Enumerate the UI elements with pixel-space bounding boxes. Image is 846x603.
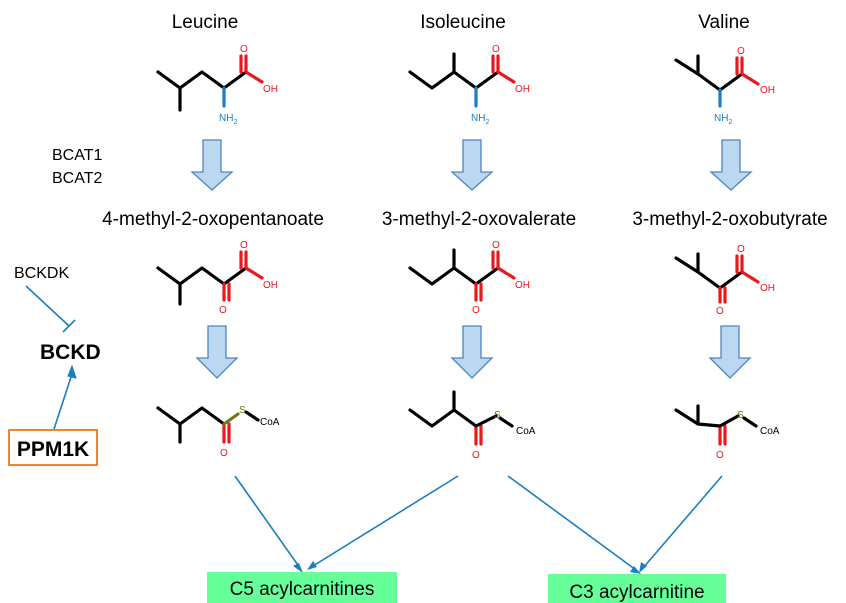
block-arrow-down-2b (450, 325, 494, 379)
keto-acid-4-methyl-2-oxopentanoate: 4-methyl-2-oxopentanoate (102, 209, 324, 230)
atom-oxygen: O (716, 306, 724, 317)
atom-oxygen: O (492, 44, 500, 55)
activation-arrowhead (67, 364, 77, 379)
structure-leucine-acyl-coa: S CoA O (156, 405, 280, 459)
structure-4-methyl-2-oxopentanoate: O OH O (156, 240, 278, 316)
inhibition-bar (62, 319, 76, 333)
atom-sulfur: S (239, 405, 246, 416)
structure-valine-acyl-coa: S CoA O (674, 404, 780, 461)
atom-coa: CoA (760, 426, 780, 437)
arrowhead-isoleucine-to-c5 (307, 561, 317, 570)
keto-acid-3-methyl-2-oxovalerate: 3-methyl-2-oxovalerate (382, 209, 576, 230)
atom-amine: NH2 (219, 113, 237, 126)
atom-amine: NH2 (714, 113, 732, 126)
atom-oxygen: O (240, 240, 248, 251)
enzyme-bckd: BCKD (40, 341, 101, 364)
atom-oxygen: O (737, 46, 745, 57)
structure-3-methyl-2-oxovalerate: O OH O (408, 240, 530, 316)
block-arrow-down-1c (709, 139, 753, 191)
structure-valine: O OH NH2 (674, 46, 775, 126)
structure-leucine: O OH NH2 (156, 44, 278, 126)
atom-oxygen: O (240, 44, 248, 55)
arrow-isoleucine-to-c5 (312, 475, 459, 567)
amino-acid-valine: Valine (698, 12, 749, 33)
activation-line (53, 373, 73, 430)
ppm1k-box (8, 429, 98, 466)
enzyme-bcat2: BCAT2 (52, 170, 102, 187)
arrowhead-valine-to-c3 (639, 562, 647, 573)
block-arrow-down-1b (450, 139, 494, 191)
arrow-leucine-to-c5 (234, 475, 301, 569)
atom-oxygen: O (737, 244, 745, 255)
output-box-c5 (207, 572, 397, 603)
inhibition-line (25, 285, 70, 327)
enzyme-bcat1: BCAT1 (52, 147, 102, 164)
output-box-c3 (548, 574, 726, 603)
atom-sulfur: S (494, 410, 501, 421)
arrow-isoleucine-to-c3 (507, 475, 637, 571)
amino-acid-isoleucine: Isoleucine (420, 12, 506, 33)
atom-coa: CoA (260, 417, 280, 428)
atom-oxygen: O (219, 305, 227, 316)
arrowhead-isoleucine-to-c3 (630, 566, 641, 574)
atom-amine: NH2 (471, 113, 489, 126)
block-arrow-down-2a (195, 325, 239, 379)
atom-hydroxyl: OH (760, 283, 775, 294)
structure-3-methyl-2-oxobutyrate: O OH O (674, 244, 775, 317)
atom-oxygen: O (472, 450, 480, 461)
atom-hydroxyl: OH (263, 280, 278, 291)
output-c3-acylcarnitine: C3 acylcarnitine (569, 582, 704, 603)
atom-hydroxyl: OH (263, 84, 278, 95)
atom-coa: CoA (516, 426, 536, 437)
enzyme-bckdk: BCKDK (14, 265, 69, 282)
structure-isoleucine: O OH NH2 (408, 44, 530, 126)
atom-oxygen: O (492, 240, 500, 251)
output-c5-acylcarnitines: C5 acylcarnitines (230, 579, 375, 600)
atom-hydroxyl: OH (515, 280, 530, 291)
structure-isoleucine-acyl-coa: S CoA O (408, 390, 536, 461)
block-arrow-down-1a (190, 139, 234, 191)
enzyme-ppm1k: PPM1K (17, 438, 89, 461)
atom-hydroxyl: OH (760, 85, 775, 96)
arrowhead-leucine-to-c5 (293, 563, 303, 573)
atom-hydroxyl: OH (515, 84, 530, 95)
atom-oxygen: O (716, 450, 724, 461)
atom-oxygen: O (220, 448, 228, 459)
atom-oxygen: O (472, 305, 480, 316)
keto-acid-3-methyl-2-oxobutyrate: 3-methyl-2-oxobutyrate (632, 209, 827, 230)
arrow-valine-to-c3 (642, 475, 723, 569)
block-arrow-down-2c (708, 325, 752, 379)
atom-sulfur: S (737, 410, 744, 421)
amino-acid-leucine: Leucine (172, 12, 239, 33)
